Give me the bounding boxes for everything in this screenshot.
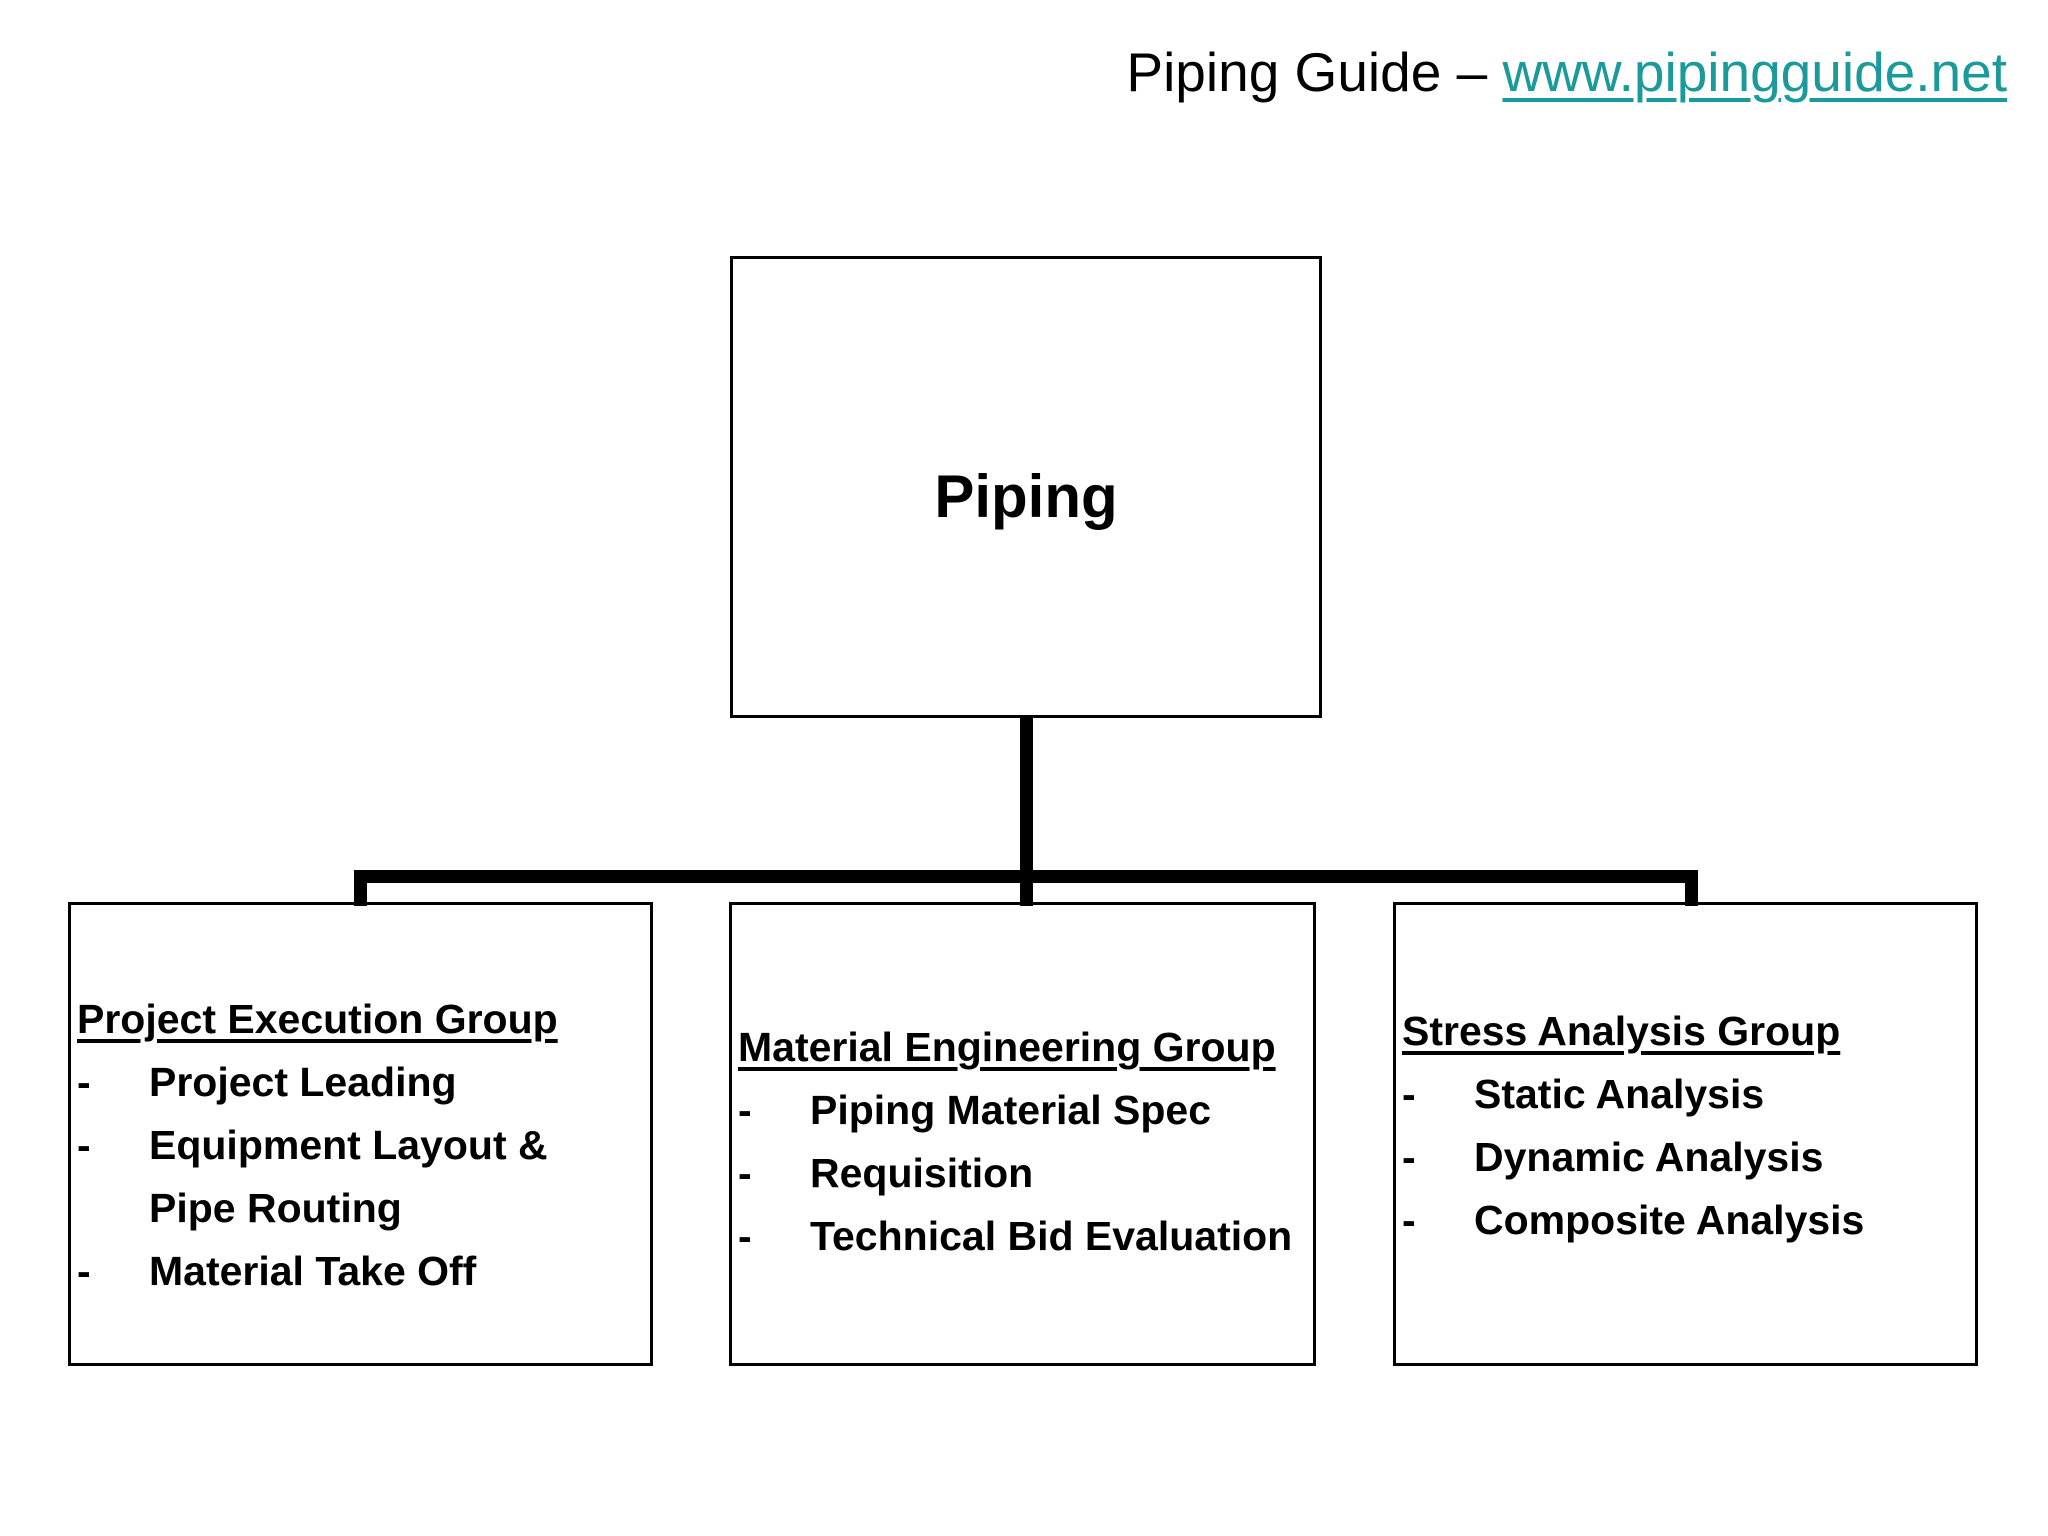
bullet-dash: -: [1402, 1134, 1416, 1180]
list-item-label: Static Analysis: [1474, 1071, 1765, 1117]
list-item-label: Project Leading: [149, 1059, 457, 1105]
group-title: Project Execution Group: [77, 996, 558, 1042]
group-box-material-engineering: Material Engineering Group - Piping Mate…: [729, 902, 1316, 1366]
list-item: - Composite Analysis: [1402, 1189, 1973, 1252]
group-item-list: - Project Leading - Equipment Layout & P…: [77, 1051, 648, 1303]
group-box-stress-analysis: Stress Analysis Group - Static Analysis …: [1393, 902, 1978, 1366]
bullet-dash: -: [77, 1122, 91, 1168]
group-title: Stress Analysis Group: [1402, 1008, 1841, 1054]
org-node-piping: Piping: [730, 256, 1322, 718]
list-item-label: Piping Material Spec: [810, 1087, 1211, 1133]
page-header: Piping Guide – www.pipingguide.net: [1126, 42, 2007, 103]
list-item: - Technical Bid Evaluation: [738, 1205, 1311, 1268]
list-item: - Dynamic Analysis: [1402, 1126, 1973, 1189]
header-prefix-text: Piping Guide –: [1126, 41, 1503, 103]
connector-horizontal-bar: [354, 870, 1698, 883]
list-item-label: Requisition: [810, 1150, 1034, 1196]
list-item: - Project Leading: [77, 1051, 648, 1114]
list-item: - Static Analysis: [1402, 1063, 1973, 1126]
piping-guide-link[interactable]: www.pipingguide.net: [1502, 41, 2007, 103]
bullet-dash: -: [738, 1087, 752, 1133]
list-item-label: Dynamic Analysis: [1474, 1134, 1824, 1180]
connector-stub-left: [354, 870, 367, 906]
list-item-label: Material Take Off: [149, 1248, 477, 1294]
list-item-label: Technical Bid Evaluation: [810, 1213, 1293, 1259]
group-item-list: - Static Analysis - Dynamic Analysis - C…: [1402, 1063, 1973, 1252]
bullet-dash: -: [77, 1248, 91, 1294]
bullet-dash: -: [77, 1059, 91, 1105]
bullet-dash: -: [1402, 1071, 1416, 1117]
list-item-label: Composite Analysis: [1474, 1197, 1865, 1243]
group-item-list: - Piping Material Spec - Requisition - T…: [738, 1079, 1311, 1268]
bullet-dash: -: [738, 1150, 752, 1196]
group-box-project-execution: Project Execution Group - Project Leadin…: [68, 902, 653, 1366]
group-title: Material Engineering Group: [738, 1024, 1276, 1070]
list-item: - Material Take Off: [77, 1240, 648, 1303]
bullet-dash: -: [738, 1213, 752, 1259]
list-item: - Piping Material Spec: [738, 1079, 1311, 1142]
org-node-piping-label: Piping: [934, 462, 1118, 530]
bullet-dash: -: [1402, 1197, 1416, 1243]
list-item: - Equipment Layout & Pipe Routing: [77, 1114, 648, 1240]
connector-stub-right: [1685, 870, 1698, 906]
list-item-label: Equipment Layout & Pipe Routing: [149, 1122, 548, 1231]
connector-vertical-main: [1020, 716, 1033, 906]
list-item: - Requisition: [738, 1142, 1311, 1205]
